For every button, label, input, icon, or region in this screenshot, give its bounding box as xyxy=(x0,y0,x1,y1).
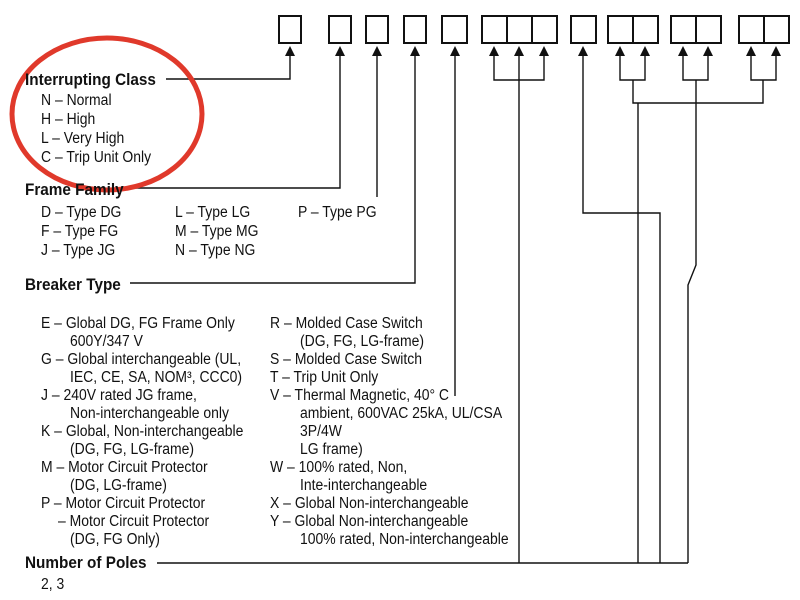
breaker-type-left-line: IEC, CE, SA, NOM³, CCC0) xyxy=(70,369,243,386)
breaker-type-right-line: Inte-interchangeable xyxy=(300,477,428,494)
code-boxes xyxy=(278,15,790,44)
breaker-type-left-line: P – Motor Circuit Protector xyxy=(41,495,206,512)
breaker-type-left-line: – Motor Circuit Protector xyxy=(58,513,210,530)
arrowheads xyxy=(285,46,781,56)
arrowhead-13 xyxy=(703,46,713,56)
group-bracket-2 xyxy=(619,56,646,81)
arrowhead-9 xyxy=(578,46,588,56)
interrupting-class-title: Interrupting Class xyxy=(25,70,156,89)
breaker-type-left-line: (DG, FG Only) xyxy=(70,531,160,548)
leader-box-9 xyxy=(582,56,661,563)
breaker-type-left-line: M – Motor Circuit Protector xyxy=(41,459,208,476)
code-box-15 xyxy=(763,15,790,44)
leader-interrupting-class xyxy=(166,56,291,80)
code-box-6 xyxy=(481,15,508,44)
code-box-8 xyxy=(531,15,558,44)
breaker-type-left-line: K – Global, Non-interchangeable xyxy=(41,423,244,440)
frame-family-option-d: D – Type DG xyxy=(41,204,122,221)
code-box-1 xyxy=(278,15,302,44)
breaker-type-title: Breaker Type xyxy=(25,275,121,294)
frame-family-option-l: L – Type LG xyxy=(175,204,251,221)
breaker-type-left-line: E – Global DG, FG Frame Only xyxy=(41,315,235,332)
frame-family-option-p: P – Type PG xyxy=(298,204,377,221)
code-box-3 xyxy=(365,15,389,44)
code-box-10 xyxy=(607,15,634,44)
arrowhead-1 xyxy=(285,46,295,56)
breaker-type-right-line: X – Global Non-interchangeable xyxy=(270,495,469,512)
arrowhead-4 xyxy=(410,46,420,56)
code-box-11 xyxy=(632,15,659,44)
interrupting-class-option-h: H – High xyxy=(41,111,96,128)
arrowhead-2 xyxy=(335,46,345,56)
code-box-4 xyxy=(403,15,427,44)
group-bracket-3 xyxy=(682,56,709,81)
frame-family-option-n: N – Type NG xyxy=(175,242,256,259)
breaker-type-right-line: S – Molded Case Switch xyxy=(270,351,422,368)
breaker-type-right-line: ambient, 600VAC 25kA, UL/CSA xyxy=(300,405,503,422)
breaker-type-right-line: V – Thermal Magnetic, 40° C xyxy=(270,387,450,404)
breaker-type-left-line: 600Y/347 V xyxy=(70,333,143,350)
breaker-type-left-line: Non-interchangeable only xyxy=(70,405,229,422)
frame-family-option-f: F – Type FG xyxy=(41,223,119,240)
arrowhead-8 xyxy=(539,46,549,56)
code-box-2 xyxy=(328,15,352,44)
arrowhead-5 xyxy=(450,46,460,56)
group-bracket-3-stem xyxy=(687,80,697,563)
interrupting-class-option-l: L – Very High xyxy=(41,130,125,147)
code-box-13 xyxy=(695,15,722,44)
arrowhead-11 xyxy=(640,46,650,56)
breaker-type-right-line: 100% rated, Non-interchangeable xyxy=(300,531,509,548)
code-box-12 xyxy=(670,15,697,44)
leader-breaker-type xyxy=(130,56,416,284)
breaker-type-left-line: (DG, LG-frame) xyxy=(70,477,167,494)
breaker-type-left-line: G – Global interchangeable (UL, xyxy=(41,351,242,368)
group-bracket-2-stem xyxy=(632,80,764,104)
frame-family-option-m: M – Type MG xyxy=(175,223,259,240)
arrowhead-6 xyxy=(489,46,499,56)
arrowhead-7 xyxy=(514,46,524,56)
breaker-type-left-line: J – 240V rated JG frame, xyxy=(41,387,197,404)
arrowhead-12 xyxy=(678,46,688,56)
arrowhead-15 xyxy=(771,46,781,56)
frame-family-option-j: J – Type JG xyxy=(41,242,116,259)
breaker-type-right-line: R – Molded Case Switch xyxy=(270,315,423,332)
frame-family-title: Frame Family xyxy=(25,180,124,199)
code-box-9 xyxy=(570,15,597,44)
arrowhead-10 xyxy=(615,46,625,56)
breaker-type-right-line: LG frame) xyxy=(300,441,363,458)
highlight-circle xyxy=(9,35,205,193)
breaker-type-right-line: 3P/4W xyxy=(300,423,342,440)
interrupting-class-option-n: N – Normal xyxy=(41,92,112,109)
arrowhead-3 xyxy=(372,46,382,56)
code-box-14 xyxy=(738,15,765,44)
breaker-type-right-line: T – Trip Unit Only xyxy=(270,369,379,386)
number-of-poles-options: 2, 3 xyxy=(41,576,65,593)
group-bracket-4 xyxy=(750,56,777,81)
breaker-type-right-line: (DG, FG, LG-frame) xyxy=(300,333,425,350)
arrowhead-14 xyxy=(746,46,756,56)
breaker-type-right-line: W – 100% rated, Non, xyxy=(270,459,408,476)
breaker-type-left-line: (DG, FG, LG-frame) xyxy=(70,441,195,458)
breaker-type-right-line: Y – Global Non-interchangeable xyxy=(270,513,469,530)
leader-frame-family xyxy=(130,56,341,189)
number-of-poles-title: Number of Poles xyxy=(25,553,147,572)
code-box-5 xyxy=(441,15,468,44)
interrupting-class-option-c: C – Trip Unit Only xyxy=(41,149,152,166)
leader-lines xyxy=(130,56,777,564)
code-box-7 xyxy=(506,15,533,44)
